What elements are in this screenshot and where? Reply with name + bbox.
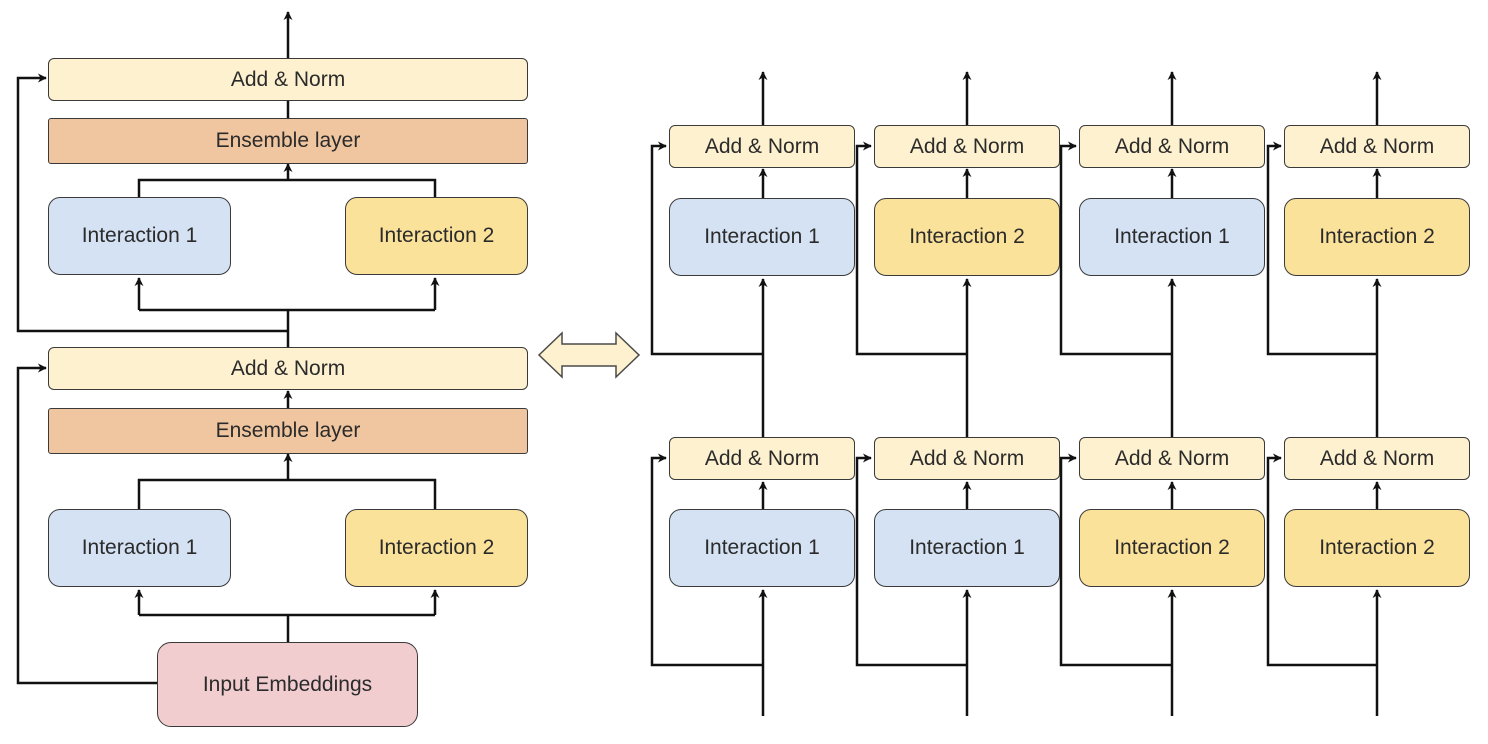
- grid-bottom-interaction-3: Interaction 2: [1079, 509, 1265, 587]
- grid-bottom-add-norm-2: Add & Norm: [874, 437, 1060, 480]
- grid-top-add-norm-1: Add & Norm: [669, 125, 855, 168]
- grid-top-interaction-1: Interaction 1: [669, 198, 855, 276]
- double-headed-arrow-icon: [537, 331, 641, 379]
- left-lower-ensemble-layer: Ensemble layer: [48, 408, 528, 454]
- left-upper-ensemble-layer: Ensemble layer: [48, 118, 528, 164]
- grid-bottom-add-norm-1: Add & Norm: [669, 437, 855, 480]
- grid-bottom-interaction-2: Interaction 1: [874, 509, 1060, 587]
- grid-top-add-norm-4: Add & Norm: [1284, 125, 1470, 168]
- left-lower-interaction-2: Interaction 2: [345, 509, 528, 587]
- grid-bottom-interaction-1: Interaction 1: [669, 509, 855, 587]
- grid-top-interaction-2: Interaction 2: [874, 198, 1060, 276]
- left-upper-interaction-2: Interaction 2: [345, 197, 528, 275]
- grid-bottom-add-norm-4: Add & Norm: [1284, 437, 1470, 480]
- grid-bottom-add-norm-3: Add & Norm: [1079, 437, 1265, 480]
- grid-bottom-interaction-4: Interaction 2: [1284, 509, 1470, 587]
- left-lower-interaction-1: Interaction 1: [48, 509, 231, 587]
- grid-top-interaction-4: Interaction 2: [1284, 198, 1470, 276]
- input-embeddings: Input Embeddings: [157, 642, 418, 727]
- left-lower-add-norm: Add & Norm: [48, 347, 528, 390]
- left-upper-interaction-1: Interaction 1: [48, 197, 231, 275]
- grid-top-add-norm-2: Add & Norm: [874, 125, 1060, 168]
- grid-top-add-norm-3: Add & Norm: [1079, 125, 1265, 168]
- grid-top-interaction-3: Interaction 1: [1079, 198, 1265, 276]
- left-upper-add-norm: Add & Norm: [48, 58, 528, 101]
